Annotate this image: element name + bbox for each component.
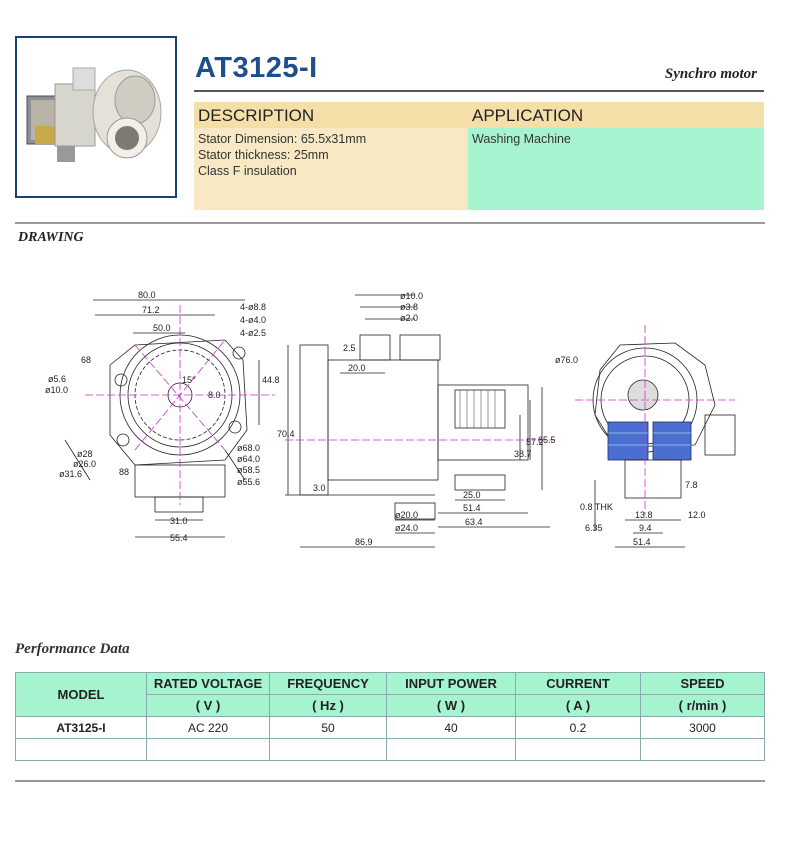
dim-label: 6.35 bbox=[585, 523, 603, 533]
application-heading: APPLICATION bbox=[468, 102, 764, 128]
dim-label: 15° bbox=[182, 375, 196, 385]
dim-label: 50.0 bbox=[153, 323, 171, 333]
unit-speed: ( r/min ) bbox=[640, 694, 765, 717]
dim-label: ø31.6 bbox=[59, 469, 82, 479]
table-cell bbox=[146, 738, 270, 761]
dim-label: 55.4 bbox=[170, 533, 188, 543]
technical-drawing: 80.0 71.2 50.0 68 ø5.6 ø10.0 15° 8.0 44.… bbox=[45, 290, 736, 548]
dim-label: 8.0 bbox=[208, 390, 221, 400]
column-header-frequency: FREQUENCY bbox=[269, 672, 387, 695]
dim-label: 51.4 bbox=[463, 503, 481, 513]
dim-label: 4-ø4.0 bbox=[240, 315, 266, 325]
dim-label: ø5.6 bbox=[48, 374, 66, 384]
dim-label: ø76.0 bbox=[555, 355, 578, 365]
table-cell bbox=[269, 738, 387, 761]
unit-frequency: ( Hz ) bbox=[269, 694, 387, 717]
column-header-power: INPUT POWER bbox=[386, 672, 516, 695]
dim-label: ø2.0 bbox=[400, 313, 418, 323]
dim-label: 44.8 bbox=[262, 375, 280, 385]
dim-label: ø58.5 bbox=[237, 465, 260, 475]
table-cell: 50 bbox=[269, 716, 387, 739]
table-cell: AC 220 bbox=[146, 716, 270, 739]
application-body: Washing Machine bbox=[468, 128, 764, 210]
table-cell: 40 bbox=[386, 716, 516, 739]
dim-label: 63.4 bbox=[465, 517, 483, 527]
unit-current: ( A ) bbox=[515, 694, 641, 717]
dim-label: 3.0 bbox=[313, 483, 326, 493]
side-view bbox=[285, 294, 555, 548]
footer-divider bbox=[15, 780, 765, 782]
dim-label: 70.4 bbox=[277, 429, 295, 439]
dim-label: 13.8 bbox=[635, 510, 653, 520]
dim-label: 4-ø2.5 bbox=[240, 328, 266, 338]
table-cell: 0.2 bbox=[515, 716, 641, 739]
table-cell: 3000 bbox=[640, 716, 765, 739]
dim-label: ø64.0 bbox=[237, 454, 260, 464]
dim-label: 4-ø8.8 bbox=[240, 302, 266, 312]
dim-label: 38.7 bbox=[514, 449, 532, 459]
table-cell: AT3125-I bbox=[15, 716, 147, 739]
dim-label: ø55.6 bbox=[237, 477, 260, 487]
page-title: AT3125-I bbox=[195, 52, 318, 84]
dim-label: 51.4 bbox=[633, 537, 651, 547]
table-row bbox=[15, 738, 765, 761]
dim-label: ø3.8 bbox=[400, 302, 418, 312]
performance-table: MODEL RATED VOLTAGE FREQUENCY INPUT POWE… bbox=[15, 672, 765, 761]
dim-label: 71.2 bbox=[142, 305, 160, 315]
unit-voltage: ( V ) bbox=[146, 694, 270, 717]
dim-label: ø20.0 bbox=[395, 510, 418, 520]
dim-label: 0.8 THK bbox=[580, 502, 613, 512]
description-line: Class F insulation bbox=[198, 164, 297, 178]
description-line: Stator thickness: 25mm bbox=[198, 148, 329, 162]
dim-label: 88 bbox=[119, 467, 129, 477]
dim-label: 9.4 bbox=[639, 523, 652, 533]
table-row: AT3125-I AC 220 50 40 0.2 3000 bbox=[15, 716, 765, 739]
table-cell bbox=[15, 738, 147, 761]
column-header-model: MODEL bbox=[15, 672, 147, 717]
dim-label: ø10.0 bbox=[400, 291, 423, 301]
title-divider bbox=[194, 90, 764, 92]
dim-label: 2.5 bbox=[343, 343, 356, 353]
dim-label: 86.9 bbox=[355, 537, 373, 547]
dim-label: 20.0 bbox=[348, 363, 366, 373]
dim-label: 12.0 bbox=[688, 510, 706, 520]
dimension-labels: 80.0 71.2 50.0 68 ø5.6 ø10.0 15° 8.0 44.… bbox=[45, 290, 706, 547]
column-header-speed: SPEED bbox=[640, 672, 765, 695]
dim-label: 57.2 bbox=[526, 437, 544, 447]
rear-view bbox=[575, 325, 736, 548]
application-line: Washing Machine bbox=[472, 132, 571, 146]
dim-label: 68 bbox=[81, 355, 91, 365]
dim-label: 25.0 bbox=[463, 490, 481, 500]
dim-label: ø28 bbox=[77, 449, 93, 459]
dim-label: 31.0 bbox=[170, 516, 188, 526]
table-cell bbox=[386, 738, 516, 761]
pump-motor-image bbox=[26, 67, 162, 162]
dim-label: 80.0 bbox=[138, 290, 156, 300]
unit-power: ( W ) bbox=[386, 694, 516, 717]
dim-label: ø10.0 bbox=[45, 385, 68, 395]
dim-label: 65.5 bbox=[538, 435, 556, 445]
front-view bbox=[64, 299, 275, 538]
table-cell bbox=[640, 738, 765, 761]
dim-label: ø68.0 bbox=[237, 443, 260, 453]
performance-heading: Performance Data bbox=[15, 641, 130, 657]
column-header-current: CURRENT bbox=[515, 672, 641, 695]
column-header-voltage: RATED VOLTAGE bbox=[146, 672, 270, 695]
description-heading: DESCRIPTION bbox=[194, 102, 468, 128]
dim-label: 7.8 bbox=[685, 480, 698, 490]
drawing-heading: DRAWING bbox=[18, 230, 84, 245]
product-photo bbox=[15, 36, 177, 198]
description-body: Stator Dimension: 65.5x31mm Stator thick… bbox=[194, 128, 468, 210]
description-line: Stator Dimension: 65.5x31mm bbox=[198, 132, 367, 146]
dim-label: ø24.0 bbox=[395, 523, 418, 533]
subtitle: Synchro motor bbox=[664, 66, 757, 82]
dim-label: ø26.0 bbox=[73, 459, 96, 469]
table-cell bbox=[515, 738, 641, 761]
section-divider bbox=[15, 222, 765, 224]
